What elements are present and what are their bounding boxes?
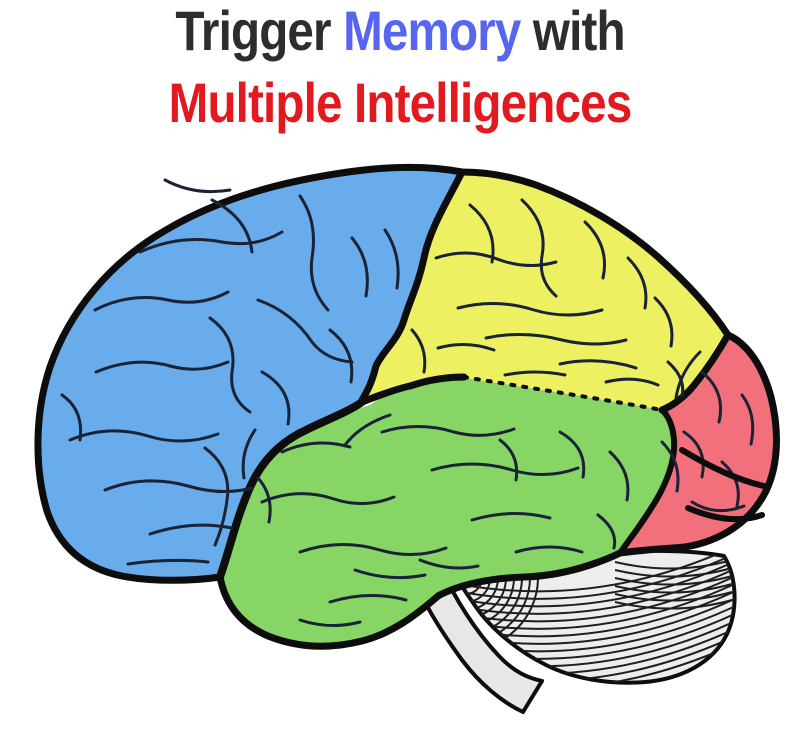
brain-stem-region <box>422 588 544 714</box>
title-line-1: Trigger Memory with <box>60 0 740 62</box>
title-line-2: Multiple Intelligences <box>168 71 633 134</box>
occipital-accent-sulci <box>679 447 767 523</box>
central-sulcus-line <box>358 168 466 404</box>
title-word-with: with <box>520 0 626 62</box>
parieto-occipital-sulcus-line <box>658 331 732 414</box>
frontal-lobe-region <box>37 167 462 581</box>
lateral-sulcus-line <box>216 398 366 581</box>
brain-outline <box>34 164 780 650</box>
temporal-top-edge-line <box>358 373 468 406</box>
title-word-memory: Memory <box>343 0 521 62</box>
title-word-trigger: Trigger <box>175 0 344 62</box>
parietal-lobe-region <box>362 172 728 410</box>
poster-title: Trigger Memory with Multiple Intelligenc… <box>0 0 800 134</box>
frontal-gyri-lines <box>60 178 400 566</box>
temporo-occipital-boundary-line <box>617 407 678 556</box>
temporal-gyri-lines <box>256 413 630 627</box>
occipital-gyri-lines <box>660 350 755 513</box>
parieto-temporal-dotted-line <box>462 375 664 412</box>
cerebellum-folia-lines <box>458 550 735 683</box>
